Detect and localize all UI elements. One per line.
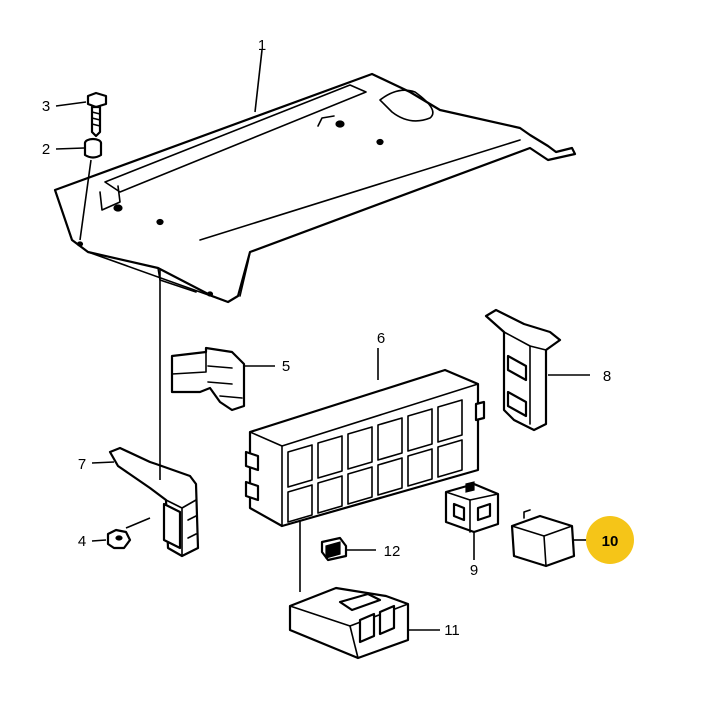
part-10-relay[interactable] <box>510 509 576 568</box>
part-5-clip[interactable] <box>170 346 246 412</box>
callout-9[interactable]: 9 <box>470 562 478 579</box>
part-11-connector-housing[interactable] <box>288 586 410 660</box>
part-9-relay-socket[interactable] <box>444 481 500 534</box>
part-7-bracket[interactable] <box>108 446 200 558</box>
part-8-bracket[interactable] <box>484 308 562 432</box>
callout-11[interactable]: 11 <box>444 622 460 639</box>
callout-6[interactable]: 6 <box>377 330 385 347</box>
part-6-relay-carrier[interactable] <box>244 368 486 528</box>
callout-10-highlight <box>586 516 634 564</box>
callout-12[interactable]: 12 <box>384 543 401 560</box>
callout-5[interactable]: 5 <box>282 358 290 375</box>
part-12-plug[interactable] <box>320 536 348 562</box>
callout-2[interactable]: 2 <box>42 141 50 158</box>
callout-4[interactable]: 4 <box>78 533 86 550</box>
callout-labels: 1 3 2 5 6 8 7 4 10 12 9 11 <box>42 37 619 639</box>
leader-lines <box>55 49 590 631</box>
callout-3[interactable]: 3 <box>42 98 50 115</box>
callout-7[interactable]: 7 <box>78 456 86 473</box>
part-3-bolt[interactable] <box>86 91 108 138</box>
part-1-mounting-plate[interactable] <box>53 72 577 304</box>
part-4-nut[interactable] <box>106 528 132 550</box>
part-2-spacer[interactable] <box>83 137 103 159</box>
callout-10[interactable]: 10 <box>602 533 619 550</box>
callout-1[interactable]: 1 <box>258 37 266 54</box>
callout-8[interactable]: 8 <box>603 368 611 385</box>
